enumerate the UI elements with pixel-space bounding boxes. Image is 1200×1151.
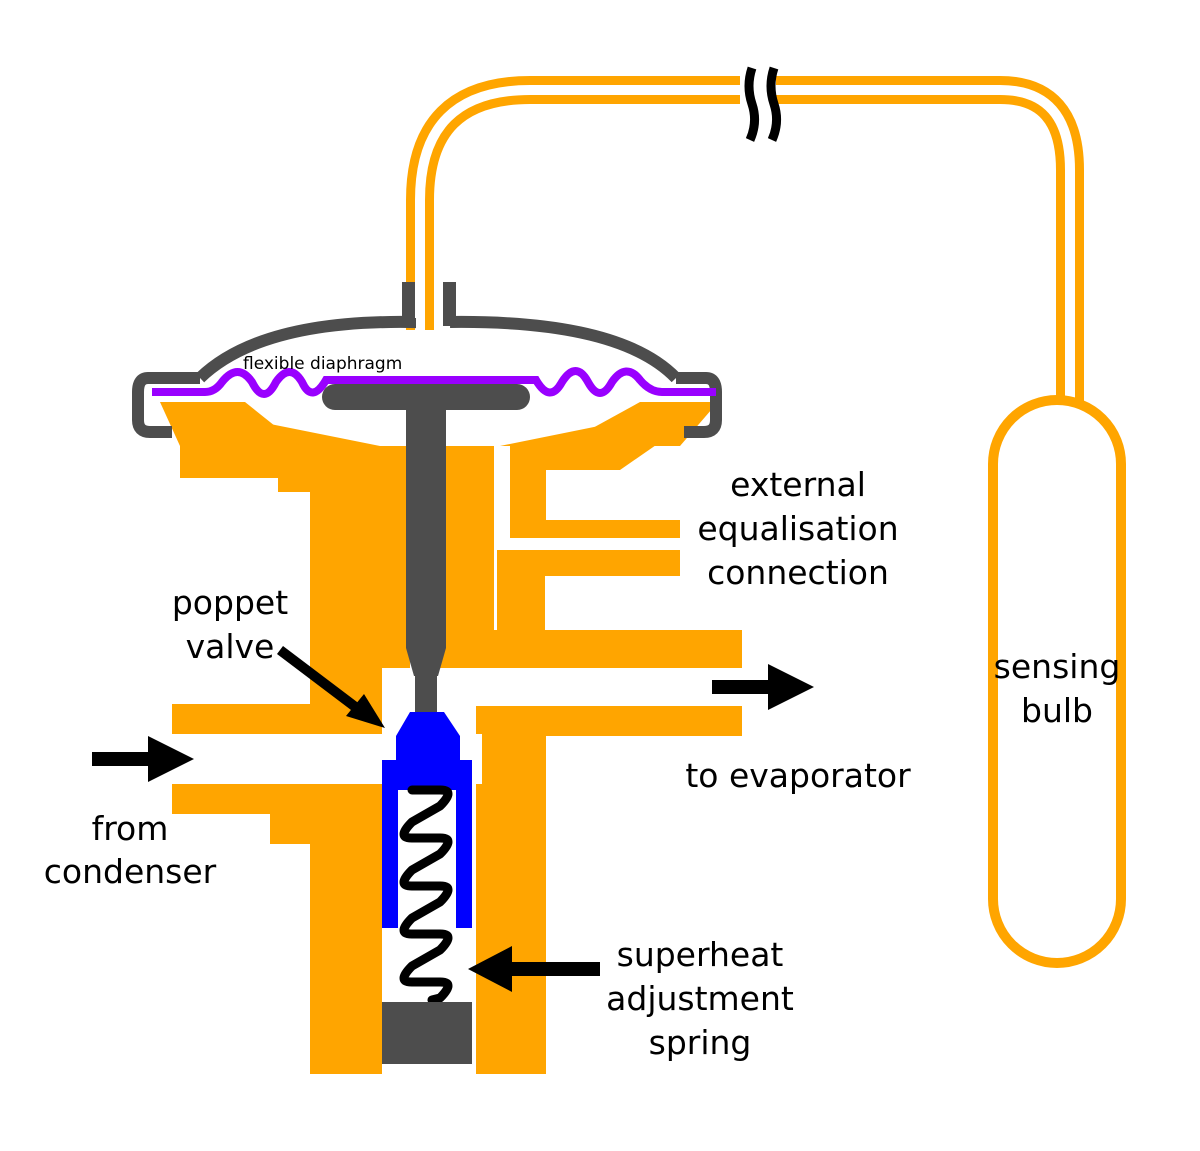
label-sensing-line1: sensing (994, 647, 1121, 686)
label-external-line3: connection (707, 553, 889, 592)
label-external-line1: external (730, 465, 866, 504)
tube-break-symbol (740, 64, 782, 144)
label-external-line2: equalisation (697, 509, 898, 548)
flexible-diaphragm (152, 367, 716, 398)
label-sensing-bulb: sensing bulb (994, 647, 1121, 730)
arrow-from-condenser (92, 736, 194, 782)
superheat-spring (399, 785, 453, 1005)
label-superheat-line2: adjustment (606, 979, 794, 1018)
label-from-line2: condenser (44, 852, 217, 891)
arrow-superheat-spring (468, 946, 600, 992)
sensing-bulb (988, 395, 1126, 968)
adjusting-plug (382, 1002, 472, 1064)
label-superheat-line1: superheat (617, 935, 784, 974)
label-superheat-spring: superheat adjustment spring (606, 935, 794, 1062)
label-sensing-line2: bulb (1021, 691, 1093, 730)
diaphragm-housing (132, 282, 722, 438)
arrow-poppet-valve (276, 646, 385, 728)
label-poppet-line2: valve (186, 627, 275, 666)
poppet-valve (382, 712, 472, 928)
label-flexible-diaphragm: flexible diaphragm (243, 354, 402, 374)
label-external-equalisation: external equalisation connection (697, 465, 898, 592)
label-poppet-valve: poppet valve (172, 583, 288, 666)
label-to-evaporator: to evaporator (685, 756, 911, 795)
label-poppet-line1: poppet (172, 583, 288, 622)
arrow-to-evaporator (712, 664, 814, 710)
label-from-condenser: from condenser (44, 809, 217, 891)
capillary-tube (406, 76, 1084, 420)
label-from-line1: from (92, 809, 169, 848)
push-rod (322, 384, 530, 716)
label-superheat-line3: spring (649, 1023, 752, 1062)
